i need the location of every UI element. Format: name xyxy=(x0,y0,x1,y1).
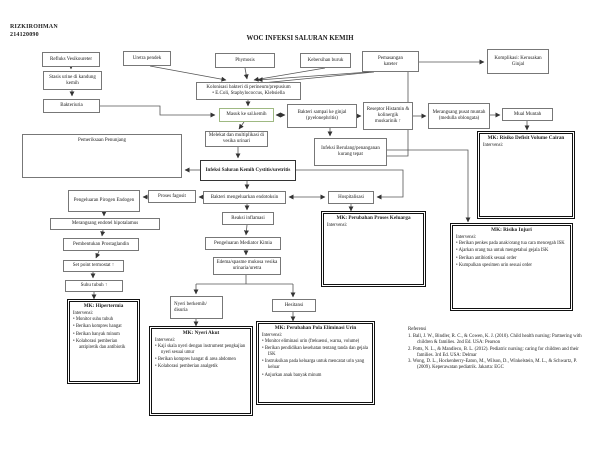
mk-risiko-injuri: MK: Risiko Injuri Intervensi: Berikan pe… xyxy=(450,223,573,311)
node-prostaglandin: Pembentukan Prostaglandin xyxy=(63,238,139,251)
node-hospitalisasi: Hospitalisasi xyxy=(328,191,374,204)
node-infeksi-saluran-kemih: Infeksi Saluran Kemih Cystitis/uretritis xyxy=(200,160,296,181)
page-title: WOC INFEKSI SALURAN KEMIH xyxy=(246,35,354,42)
node-kebersihan-buruk: Kebersihan buruk xyxy=(300,53,351,68)
node-reaksi-inflamasi: Reaksi inflamasi xyxy=(222,212,274,225)
node-stasis-urine: Stasis urine di kandung kemih xyxy=(43,71,102,90)
node-melekat-multiplikasi: Melekat dan multiplikasi di vesika urina… xyxy=(205,131,268,147)
mk-title: MK: Perubahan Pola Eliminasi Urin xyxy=(274,325,357,331)
mk-perubahan-proses-keluarga: MK: Perubahan Proses Keluarga Intervensi… xyxy=(321,211,426,287)
mk-title: MK: Risiko Injuri xyxy=(491,227,532,233)
mk-title: MK: Nyeri Akut xyxy=(182,330,220,336)
node-nyeri-berkemih: Nyeri berkemih/ disuria xyxy=(174,301,207,313)
mk-title: MK: Perubahan Proses Keluarga xyxy=(336,215,411,221)
node-bakteri-endotoksin: Bakteri mengeluarkan endotoksin xyxy=(203,191,286,204)
node-edema-spasme: Edema/spasme mukosa vesika urinaria/uret… xyxy=(213,257,281,275)
node-bakteriuria: Bakteriuria xyxy=(43,99,100,113)
author-name: RIZKIROHMAN xyxy=(10,24,58,30)
node-kolonisasi-bakteri: Kolonisasi bakteri di perineum/prepusium… xyxy=(196,82,301,100)
node-proses-fagosit: Proses fagosit xyxy=(148,190,196,203)
mk-risiko-defisit-volume-cairan: MK: Risiko Defisit Volume Cairan Interve… xyxy=(477,131,575,219)
kolonisasi-line1: Kolonisasi bakteri di perineum/prepusium xyxy=(206,85,291,91)
node-set-point-termostat: Set point termostat ↑ xyxy=(63,260,124,272)
kolonisasi-line2: • E.Coli, Staphylococcus, Klebsiella xyxy=(212,91,285,96)
node-bakteri-sampai-ginjal: Bakteri sampai ke ginjal (pyelonephritis… xyxy=(287,104,357,128)
node-pemeriksaan-penunjang: Pemeriksaan Penunjang xyxy=(22,134,182,178)
node-hesitansi: Hesitansi xyxy=(272,299,316,312)
intervensi-label: Intervensi: xyxy=(483,142,504,148)
node-phymosis: Phymosis xyxy=(215,53,275,68)
node-suhu-tubuh: Suhu tubuh ↑ xyxy=(65,280,123,292)
node-pusat-muntah: Merangsang pusat muntah (medulla oblonga… xyxy=(428,103,490,129)
mk-title: MK: Risiko Defisit Volume Cairan xyxy=(487,135,565,141)
node-endotel-hipotalamus: Merangsang endotel hipotalamus xyxy=(50,218,160,230)
intervensi-items: Berikan penkes pada anak/orang tua cara … xyxy=(456,241,567,269)
intervensi-label: Intervensi: xyxy=(262,332,283,338)
intervensi-items: Monitor eliminasi urin (frekuensi, warna… xyxy=(262,339,369,379)
node-komplikasi-kerusakan-ginjal: Komplikasi: Kerusakan Ginjal xyxy=(487,49,549,74)
referensi-block: Referensi Ball, J. W., Bindler, R. C., &… xyxy=(408,327,586,372)
mk-title: MK: Hipertermia xyxy=(83,303,124,309)
node-masuk-saluran-kemih: Masuk ke sal.kemih xyxy=(219,108,274,122)
mk-nyeri-akut: MK: Nyeri Akut Intervensi: Kaji skala ny… xyxy=(149,326,253,416)
mk-hipertermia: MK: Hipertermia Intervensi: Monitor suhu… xyxy=(67,299,140,384)
node-pemasangan-kateter: Pemasangan kateter xyxy=(362,51,419,72)
author-nim: 214120090 xyxy=(10,32,39,38)
intervensi-label: Intervensi: xyxy=(73,310,94,316)
referensi-label: Referensi xyxy=(408,327,427,332)
node-reseptor-histamin: Reseptor Histamin & kolinergik muskarini… xyxy=(363,102,413,130)
intervensi-label: Intervensi: xyxy=(327,222,348,228)
node-uretra-pendek: Uretra pendek xyxy=(123,51,171,66)
node-infeksi-berulang: Infeksi Berulang/penanganan kurang tepat xyxy=(314,138,387,166)
referensi-list: Ball, J. W., Bindler, R. C., & Cowen, K.… xyxy=(412,334,582,371)
intervensi-items: Monitor suhu tubuhBerikan kompres hangat… xyxy=(73,317,134,351)
node-mual-muntah: Mual Muntah xyxy=(502,108,553,121)
node-refluks-vesikoureter: Refluks Vesikoureter xyxy=(42,52,100,67)
node-mediator-kimia: Pengeluaran Mediator Kimia xyxy=(205,237,281,250)
intervensi-label: Intervensi: xyxy=(456,234,477,240)
intervensi-items: Kaji skala nyeri dengan instrument pengk… xyxy=(155,344,247,371)
node-pirogen-endogen: Pengeluaran Pirogen Endogen xyxy=(68,190,140,212)
mk-perubahan-pola-eliminasi-urin: MK: Perubahan Pola Eliminasi Urin Interv… xyxy=(256,321,375,405)
intervensi-label: Intervensi: xyxy=(155,337,176,343)
